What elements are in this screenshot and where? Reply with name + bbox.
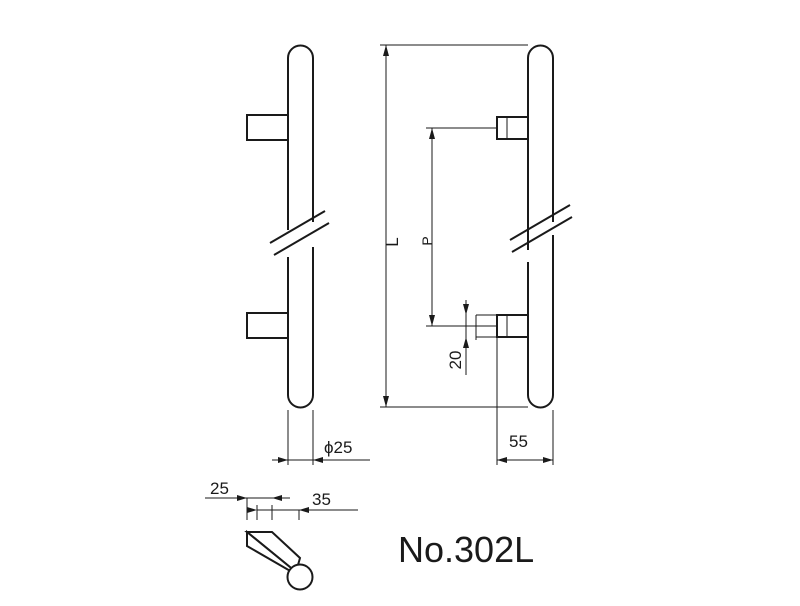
model-number: No.302L bbox=[398, 529, 534, 570]
side-bar-top bbox=[527, 44, 554, 250]
dim-P-label: P bbox=[419, 236, 435, 245]
side-break-line-1 bbox=[509, 204, 571, 241]
section-bar-circle bbox=[286, 563, 314, 591]
dim-20-label: 20 bbox=[446, 351, 465, 370]
dim-L-label: L bbox=[383, 237, 402, 246]
front-view: ϕ25 bbox=[246, 44, 370, 465]
dim-diameter-label: ϕ25 bbox=[324, 438, 352, 457]
front-break-line-1 bbox=[269, 210, 326, 244]
dim-25-label: 25 bbox=[210, 479, 229, 498]
front-post-bottom bbox=[246, 312, 289, 339]
side-break-line-2 bbox=[511, 216, 573, 253]
side-bar-bottom bbox=[527, 235, 554, 409]
dim-35-label: 35 bbox=[312, 490, 331, 509]
front-post-top bbox=[246, 114, 289, 141]
section-view: 25 35 bbox=[205, 479, 358, 591]
front-break-line-2 bbox=[273, 222, 330, 256]
front-bar-bottom bbox=[287, 247, 314, 409]
side-post-bottom bbox=[496, 314, 529, 338]
front-bar-top bbox=[287, 44, 314, 230]
dim-55-label: 55 bbox=[509, 432, 528, 451]
side-view: L P 20 55 bbox=[380, 44, 573, 465]
side-post-top bbox=[496, 116, 529, 140]
